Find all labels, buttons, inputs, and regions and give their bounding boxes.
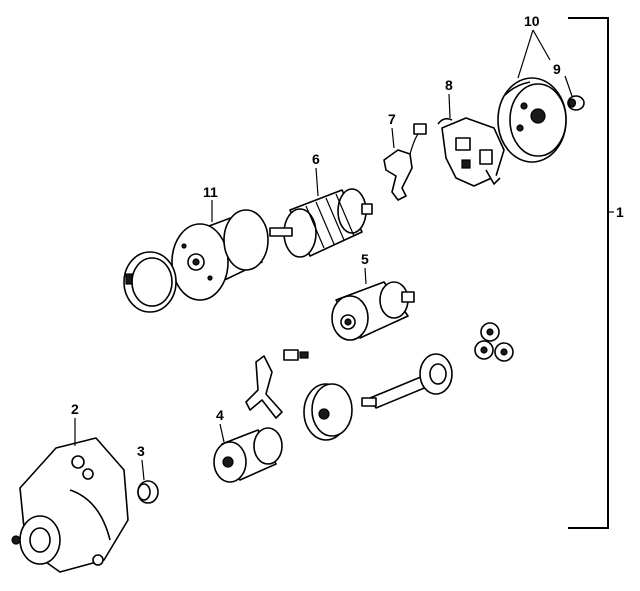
armature — [269, 188, 373, 258]
field-frame-yoke — [171, 209, 269, 301]
leader-lines — [74, 29, 573, 481]
callout-2: 2 — [71, 401, 79, 417]
planetary-gears — [474, 322, 514, 362]
retaining-ring — [123, 251, 177, 313]
drive-end-housing — [11, 437, 129, 573]
brush-lead — [383, 123, 427, 201]
callout-7: 7 — [388, 111, 396, 127]
callout-6: 6 — [312, 151, 320, 167]
brush-holder — [437, 117, 505, 187]
callout-4: 4 — [216, 407, 224, 423]
callout-1: 1 — [616, 204, 624, 220]
callout-11: 11 — [203, 184, 218, 200]
assembly-bracket — [568, 17, 614, 529]
callout-9: 9 — [553, 61, 561, 77]
callout-8: 8 — [445, 77, 453, 93]
callout-10: 10 — [524, 13, 540, 29]
internal-gear-housing — [303, 383, 353, 441]
shift-lever — [245, 349, 309, 419]
front-bushing — [137, 480, 159, 504]
rear-bushing — [567, 95, 585, 111]
output-shaft — [361, 353, 453, 409]
callout-5: 5 — [361, 251, 369, 267]
pinion-gear — [213, 427, 283, 483]
callout-3: 3 — [137, 443, 145, 459]
rear-end-frame — [497, 77, 567, 163]
solenoid — [331, 281, 415, 341]
